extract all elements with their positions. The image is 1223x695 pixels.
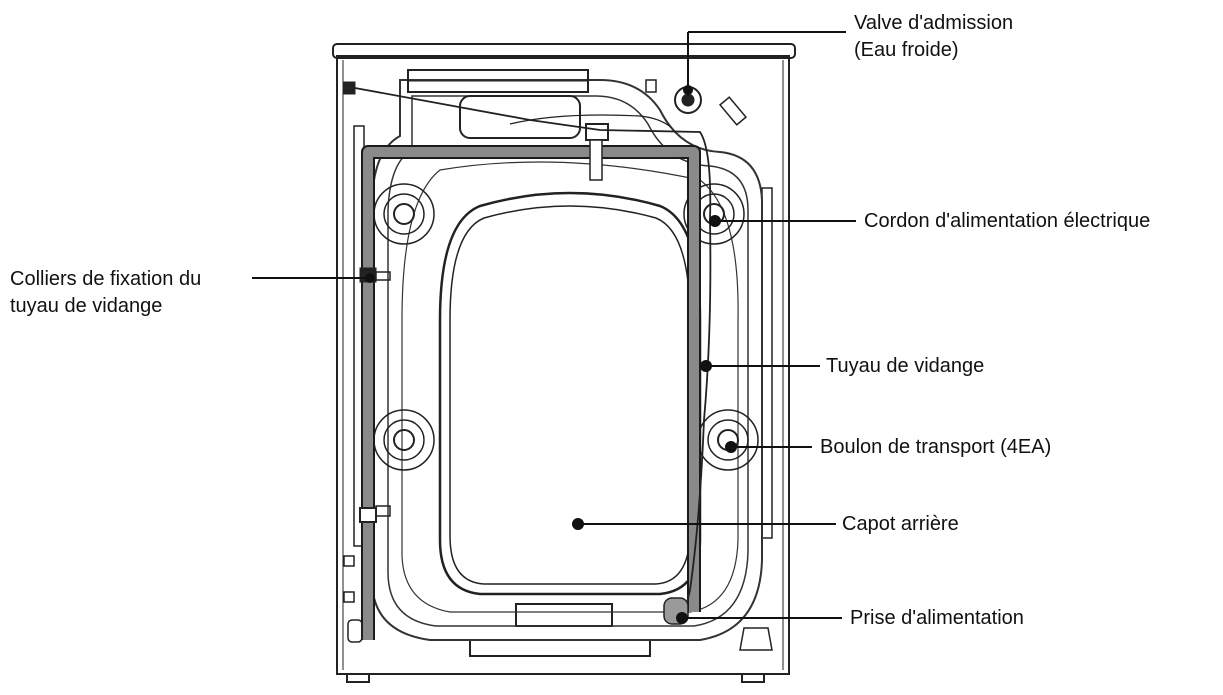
label-drain-hose-clamps-line-2: tuyau de vidange <box>10 295 163 317</box>
leader-inlet-valve <box>683 31 846 95</box>
label-rear-cover-line-1: Capot arrière <box>842 513 959 535</box>
inlet-valve <box>645 79 748 126</box>
hose-clamp-lower <box>359 507 377 523</box>
label-transit-bolts: Boulon de transport (4EA) <box>820 434 1051 461</box>
label-power-cord: Cordon d'alimentation électrique <box>864 208 1150 235</box>
drain-hose <box>361 145 701 640</box>
label-power-cord-line-1: Cordon d'alimentation électrique <box>864 210 1151 232</box>
leader-transit-bolts <box>725 441 812 453</box>
label-inlet-valve: Valve d'admission (Eau froide) <box>854 10 1013 64</box>
leader-hose-clamps <box>252 273 375 283</box>
top-panel <box>332 43 796 59</box>
rear-frame-emboss <box>371 79 763 641</box>
label-drain-hose-line-1: Tuyau de vidange <box>826 355 985 377</box>
machine-feet <box>346 603 765 683</box>
label-drain-hose-clamps-line-1: Colliers de fixation du <box>10 268 202 290</box>
transit-bolt-top-left <box>373 183 435 245</box>
bottom-details <box>343 555 773 651</box>
top-strip <box>407 69 589 139</box>
label-power-plug: Prise d'alimentation <box>850 605 1024 632</box>
transit-bolt-bottom-left <box>373 409 435 471</box>
leader-power-plug <box>676 612 842 624</box>
leader-drain-hose <box>700 360 820 372</box>
label-drain-hose: Tuyau de vidange <box>826 353 984 380</box>
power-cord <box>342 81 712 617</box>
transit-bolt-bottom-right <box>697 409 759 471</box>
leader-power-cord <box>709 215 856 227</box>
side-strip-right <box>761 187 773 539</box>
label-transit-bolts-line-1: Boulon de transport (4EA) <box>820 436 1052 458</box>
label-power-plug-line-1: Prise d'alimentation <box>850 607 1024 629</box>
drain-hose-clamps <box>359 123 609 523</box>
rear-cover-panel <box>438 191 702 596</box>
label-drain-hose-clamps: Colliers de fixation du tuyau de vidange <box>10 266 201 320</box>
label-inlet-valve-line-1: Valve d'admission <box>854 12 1014 34</box>
label-rear-cover: Capot arrière <box>842 511 959 538</box>
leader-rear-cover <box>572 518 836 530</box>
label-inlet-valve-line-2: (Eau froide) <box>854 39 959 61</box>
power-cord-entry <box>342 81 356 95</box>
callout-leaders <box>252 31 856 624</box>
